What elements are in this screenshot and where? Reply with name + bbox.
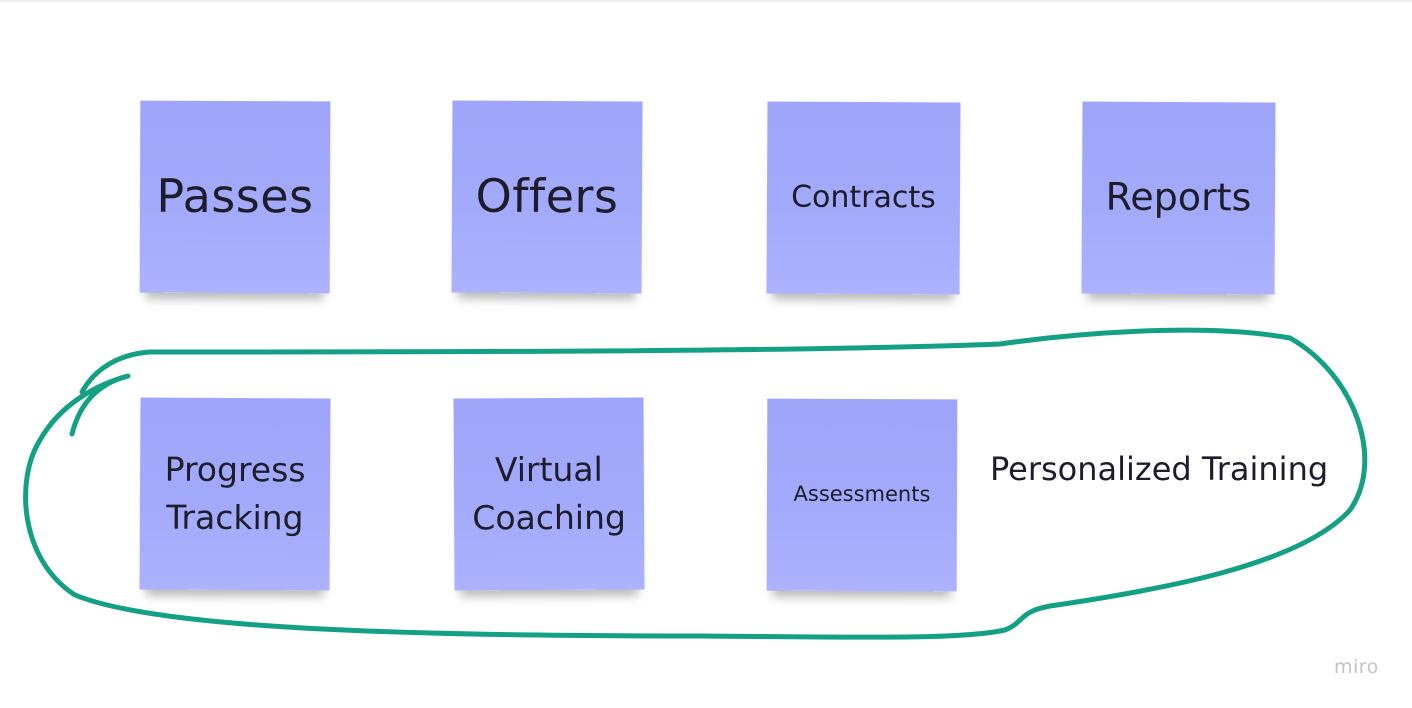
sticky-note-text: Assessments [793, 482, 931, 507]
sticky-note-progress-tracking[interactable]: Progress Tracking [139, 397, 331, 591]
sticky-note-text-line: Tracking [166, 497, 304, 538]
sticky-note-text-line: Coaching [472, 497, 626, 538]
text-personalized-training[interactable]: Personalized Training [990, 450, 1329, 488]
sticky-note-text: Passes [156, 169, 314, 224]
sticky-note-text-block: Progress Tracking [164, 446, 306, 542]
canvas-top-border [0, 0, 1412, 2]
sticky-note-text-line: Virtual [494, 449, 603, 490]
sticky-note-assessments[interactable]: Assessments [766, 398, 958, 592]
sticky-note-text-line: Progress [164, 449, 306, 490]
sticky-note-passes[interactable]: Passes [139, 100, 331, 294]
sticky-note-reports[interactable]: Reports [1081, 101, 1276, 295]
sticky-note-offers[interactable]: Offers [451, 100, 643, 294]
sticky-note-virtual-coaching[interactable]: Virtual Coaching [453, 397, 645, 591]
sticky-note-text: Offers [475, 169, 619, 224]
sticky-note-contracts[interactable]: Contracts [766, 101, 961, 295]
sticky-note-text: Contracts [791, 179, 936, 216]
sticky-note-text-block: Virtual Coaching [472, 446, 626, 542]
sticky-note-text: Reports [1105, 174, 1252, 220]
miro-watermark: miro [1334, 656, 1379, 678]
